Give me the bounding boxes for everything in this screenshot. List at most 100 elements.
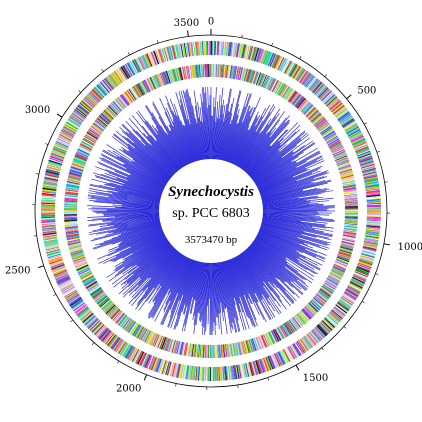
gene-block	[339, 248, 353, 254]
gene-block	[41, 215, 56, 218]
gene-block	[353, 141, 367, 149]
gene-block	[201, 366, 204, 381]
gene-block	[286, 347, 295, 360]
gene-block	[66, 293, 79, 302]
gene-block	[237, 43, 242, 58]
gene-block	[332, 307, 345, 318]
gene-block	[67, 238, 81, 243]
gene-block	[340, 171, 353, 177]
gene-block	[293, 315, 303, 327]
skew-spike	[142, 245, 182, 291]
gene-block	[93, 323, 104, 335]
gene-block	[201, 344, 203, 358]
gene-block	[339, 169, 353, 175]
gene-block	[334, 155, 348, 161]
gene-block	[66, 237, 80, 241]
gene-block	[80, 271, 92, 279]
gene-block	[71, 253, 85, 259]
skew-spike	[204, 92, 209, 166]
gene-block	[41, 203, 56, 206]
gene-block	[91, 321, 102, 333]
skew-spike	[253, 228, 325, 260]
gene-block	[47, 252, 61, 258]
gene-block	[82, 312, 93, 323]
skew-spike	[190, 256, 203, 314]
gene-block	[63, 288, 77, 297]
gene-block	[63, 125, 76, 134]
tick-label-1500: 1500	[303, 373, 328, 384]
gene-block	[312, 115, 324, 125]
gene-block	[124, 91, 133, 103]
skew-spike	[254, 224, 320, 247]
skew-spike	[221, 119, 233, 167]
gene-block	[129, 88, 138, 100]
gene-block	[227, 41, 230, 56]
gene-block	[344, 200, 358, 203]
gene-block	[352, 138, 366, 146]
skew-spike	[228, 253, 257, 320]
gene-block	[49, 259, 64, 266]
gene-block	[231, 365, 235, 380]
gene-block	[280, 350, 288, 363]
gene-block	[124, 345, 132, 358]
skew-spike	[126, 240, 177, 283]
skew-spike	[247, 238, 286, 268]
gene-block	[300, 101, 311, 113]
skew-spike	[251, 167, 297, 191]
gene-block	[287, 346, 295, 360]
gene-block	[354, 271, 368, 278]
skew-spike	[87, 195, 166, 206]
skew-spike	[241, 244, 295, 304]
gene-block	[366, 192, 381, 195]
skew-spike	[106, 235, 173, 278]
gene-block	[94, 324, 105, 336]
gene-block	[71, 253, 85, 259]
gene-block	[248, 69, 253, 83]
gene-block	[106, 305, 116, 315]
gene-block	[64, 199, 78, 202]
gene-block	[41, 206, 56, 208]
gene-block	[65, 227, 79, 230]
skew-spike	[220, 255, 238, 333]
gene-block	[57, 278, 71, 286]
gene-block	[97, 117, 108, 127]
gene-block	[58, 135, 72, 143]
gene-block	[226, 41, 229, 56]
gene-block	[330, 101, 342, 111]
gene-block	[238, 364, 242, 379]
gene-block	[312, 81, 323, 93]
skew-spike	[98, 162, 169, 194]
gene-block	[365, 229, 380, 233]
skew-spike	[231, 251, 259, 303]
gene-block	[155, 334, 161, 348]
gene-block	[295, 68, 305, 81]
gene-block	[87, 93, 99, 104]
gene-block	[248, 362, 254, 376]
gene-block	[262, 357, 269, 372]
gene-block	[243, 68, 248, 82]
skew-spike	[95, 192, 166, 205]
skew-spike	[146, 248, 185, 302]
gene-block	[208, 366, 211, 381]
gene-block	[164, 338, 170, 351]
gene-block	[144, 79, 152, 92]
gene-block	[66, 119, 80, 129]
gene-block	[323, 131, 335, 139]
gene-block	[116, 313, 126, 325]
gene-block	[358, 156, 373, 162]
gene-block	[124, 345, 133, 359]
gene-block	[350, 134, 364, 142]
skew-spike	[224, 254, 250, 330]
gene-block	[260, 358, 267, 373]
skew-spike	[225, 93, 251, 168]
gene-block	[317, 122, 329, 131]
gene-block	[75, 305, 88, 315]
gene-block	[217, 41, 219, 56]
skew-spike	[106, 144, 173, 187]
gene-block	[315, 326, 326, 337]
skew-spike	[120, 222, 167, 235]
skew-spike	[115, 187, 167, 201]
gene-block	[166, 361, 172, 376]
skew-spike	[156, 140, 183, 175]
gene-block	[272, 329, 280, 342]
